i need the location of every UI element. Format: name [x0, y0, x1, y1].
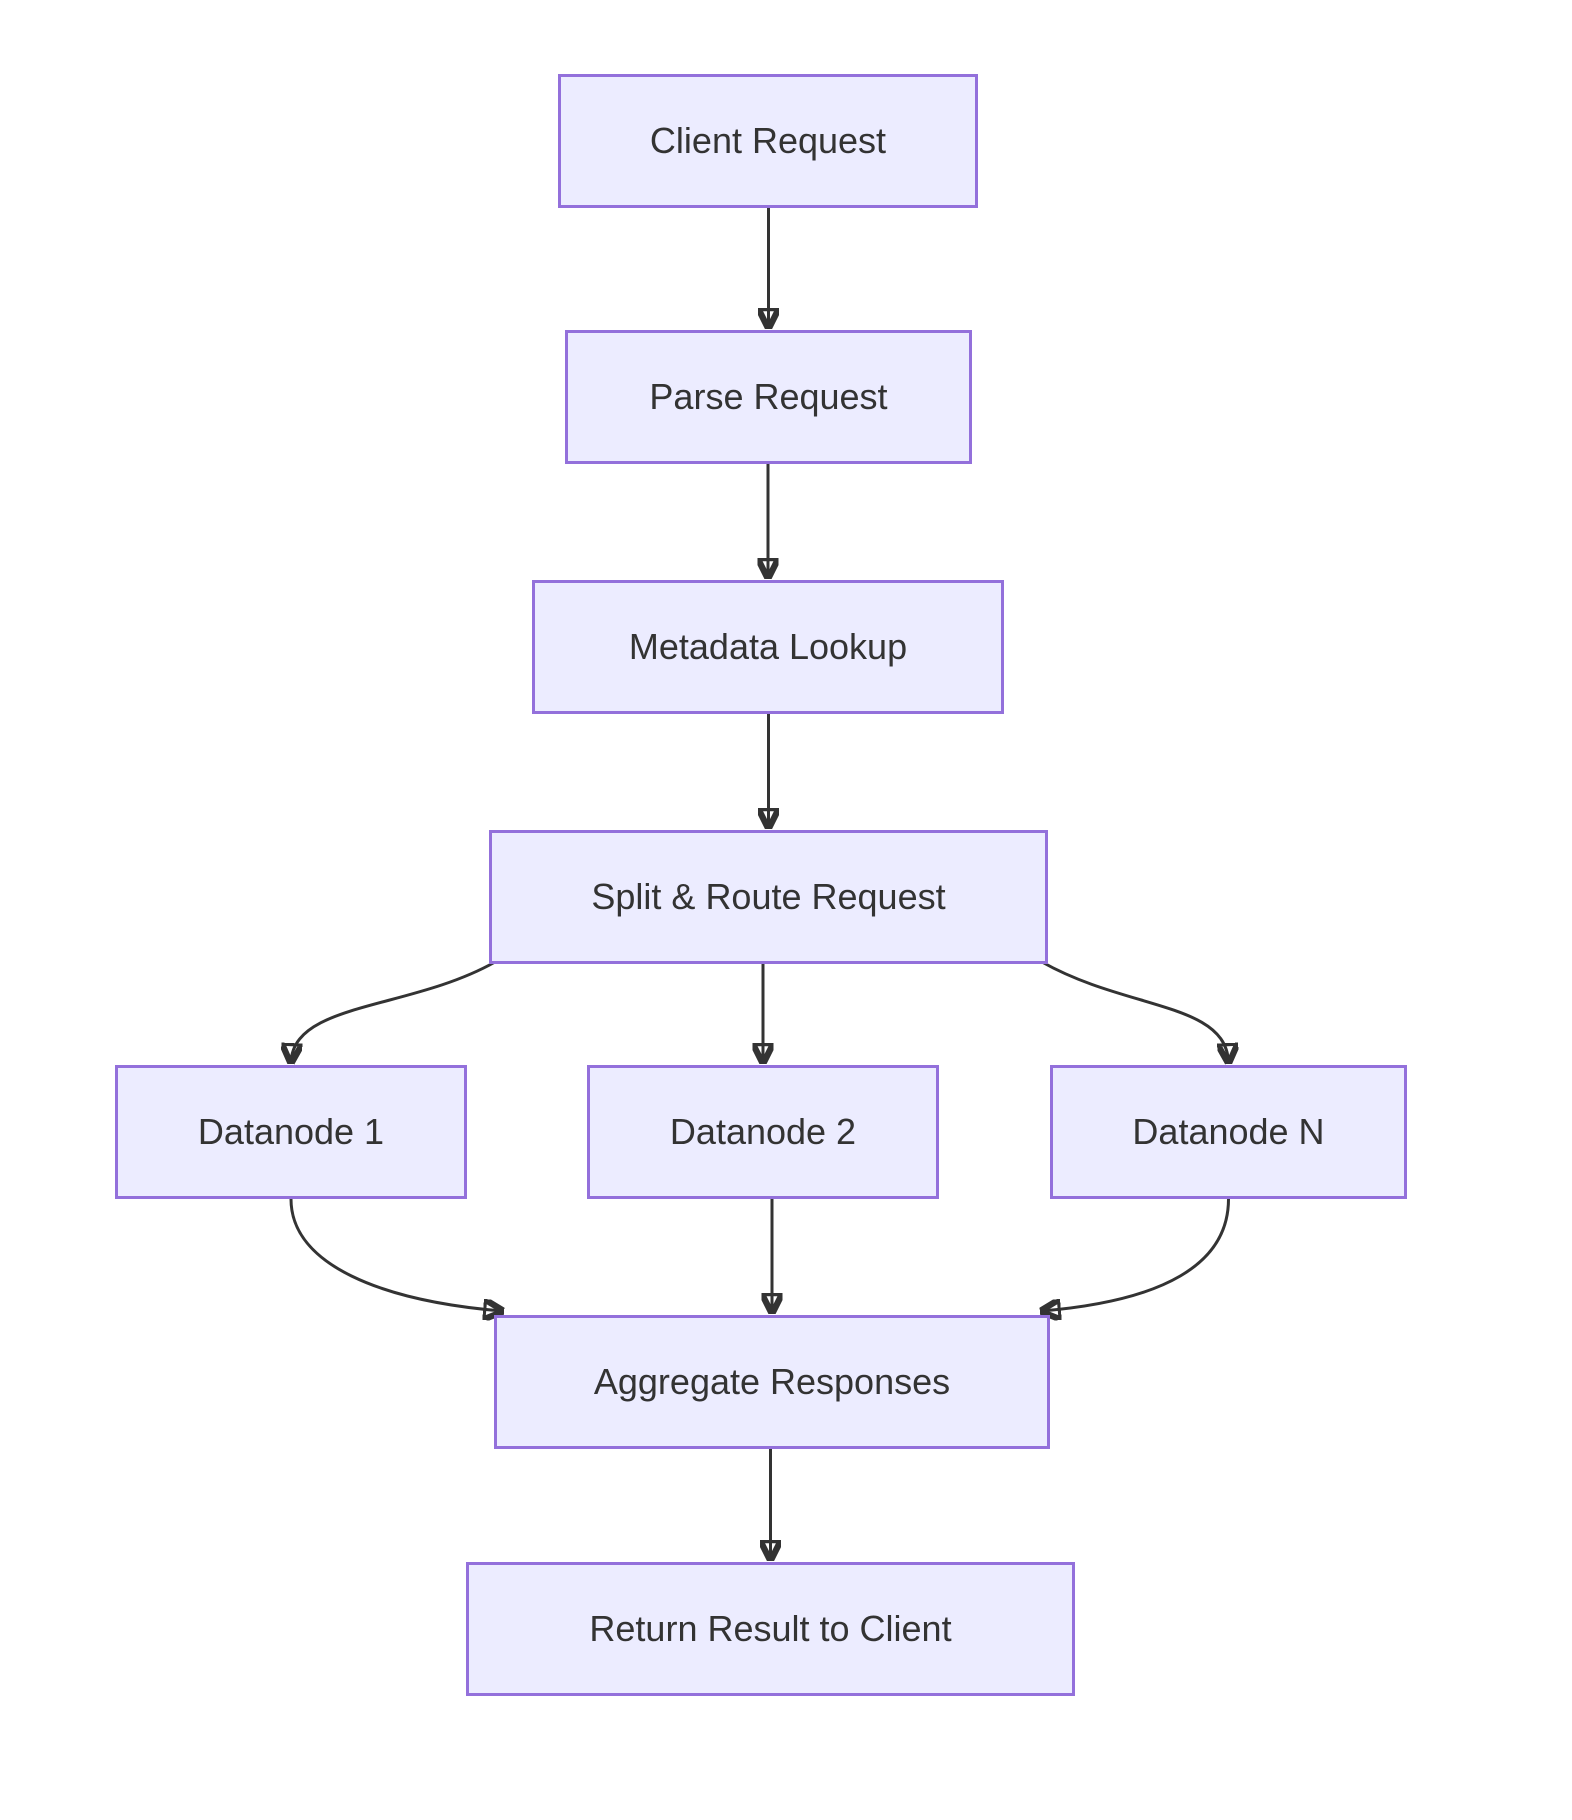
- node-label: Client Request: [649, 120, 887, 162]
- flow-node-return: Return Result to Client: [466, 1562, 1075, 1696]
- flow-node-datanode1: Datanode 1: [115, 1065, 467, 1199]
- node-label: Parse Request: [649, 376, 888, 418]
- flow-node-parse: Parse Request: [565, 330, 972, 464]
- flow-node-datanode2: Datanode 2: [587, 1065, 939, 1199]
- node-label: Datanode N: [1132, 1111, 1325, 1153]
- node-label: Datanode 1: [197, 1111, 385, 1153]
- edge-datanodeN-to-aggregate: [1042, 1198, 1230, 1311]
- edge-split-to-datanode1: [291, 960, 496, 1062]
- flow-node-split: Split & Route Request: [489, 830, 1048, 964]
- flow-node-datanodeN: Datanode N: [1050, 1065, 1407, 1199]
- flow-node-metadata: Metadata Lookup: [532, 580, 1004, 714]
- edge-split-to-datanodeN: [1041, 960, 1229, 1062]
- node-label: Return Result to Client: [589, 1608, 952, 1650]
- flow-node-aggregate: Aggregate Responses: [494, 1315, 1050, 1449]
- node-label: Split & Route Request: [591, 876, 946, 918]
- flow-node-client: Client Request: [558, 74, 978, 208]
- edge-datanode1-to-aggregate: [289, 1198, 502, 1311]
- node-label: Metadata Lookup: [628, 626, 908, 668]
- node-label: Datanode 2: [669, 1111, 857, 1153]
- node-label: Aggregate Responses: [593, 1361, 951, 1403]
